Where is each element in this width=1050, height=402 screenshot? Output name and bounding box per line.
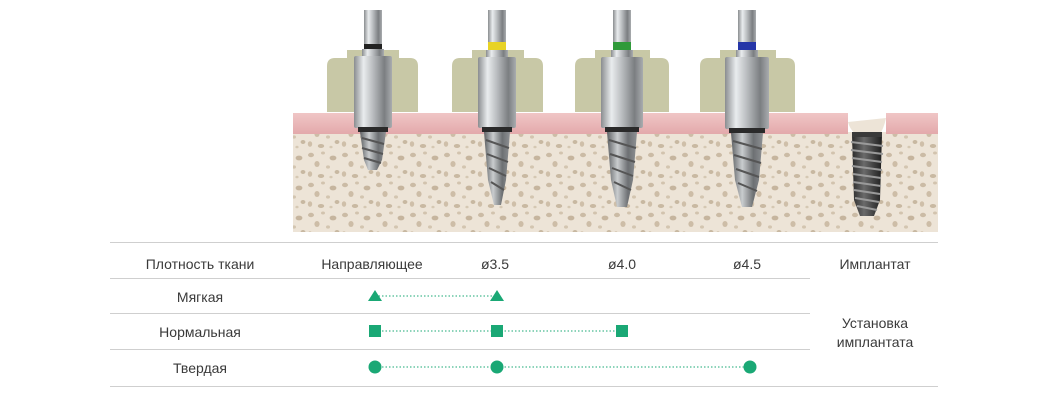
row-label-hard: Твердая: [172, 360, 227, 376]
row-divider: [110, 278, 810, 279]
row-divider: [110, 349, 810, 350]
implant-note-line-2: имплантата: [836, 334, 914, 350]
gum-tissue-right: [886, 113, 938, 134]
color-band-yellow: [488, 42, 506, 50]
drilling-sequence-illustration: [293, 10, 938, 232]
square-marker-d40: [616, 325, 628, 337]
color-band-green: [613, 42, 631, 50]
triangle-marker-guide: [368, 290, 382, 301]
header-guide-drill: Направляющее: [321, 256, 423, 272]
color-band-black: [364, 44, 382, 49]
drill-4-5: [700, 10, 795, 207]
square-marker-guide: [369, 325, 381, 337]
implant-note-line-1: Установка: [841, 315, 909, 331]
drill-3-5: [452, 10, 543, 205]
drill-guide: [327, 10, 418, 170]
color-band-blue: [738, 42, 756, 50]
circle-marker-d35: [490, 360, 504, 374]
circle-marker-guide: [368, 360, 382, 374]
table-top-rule: [110, 242, 938, 243]
table-bottom-rule: [110, 386, 938, 387]
drill-4-0: [575, 10, 669, 207]
row-divider: [110, 313, 810, 314]
row-label-normal: Нормальная: [159, 324, 241, 340]
header-tissue-density: Плотность ткани: [145, 256, 255, 272]
triangle-marker-d35: [490, 290, 504, 301]
square-marker-d35: [491, 325, 503, 337]
implant: [850, 132, 884, 216]
header-drill-3-5: ø3.5: [480, 256, 509, 272]
header-drill-4-0: ø4.0: [607, 256, 636, 272]
circle-marker-d45: [743, 360, 757, 374]
header-drill-4-5: ø4.5: [732, 256, 761, 272]
row-label-soft: Мягкая: [176, 289, 224, 305]
gum-tissue-left: [293, 113, 848, 134]
implant-placement-note: Установка имплантата: [810, 314, 940, 352]
header-implant: Имплантат: [839, 256, 911, 272]
